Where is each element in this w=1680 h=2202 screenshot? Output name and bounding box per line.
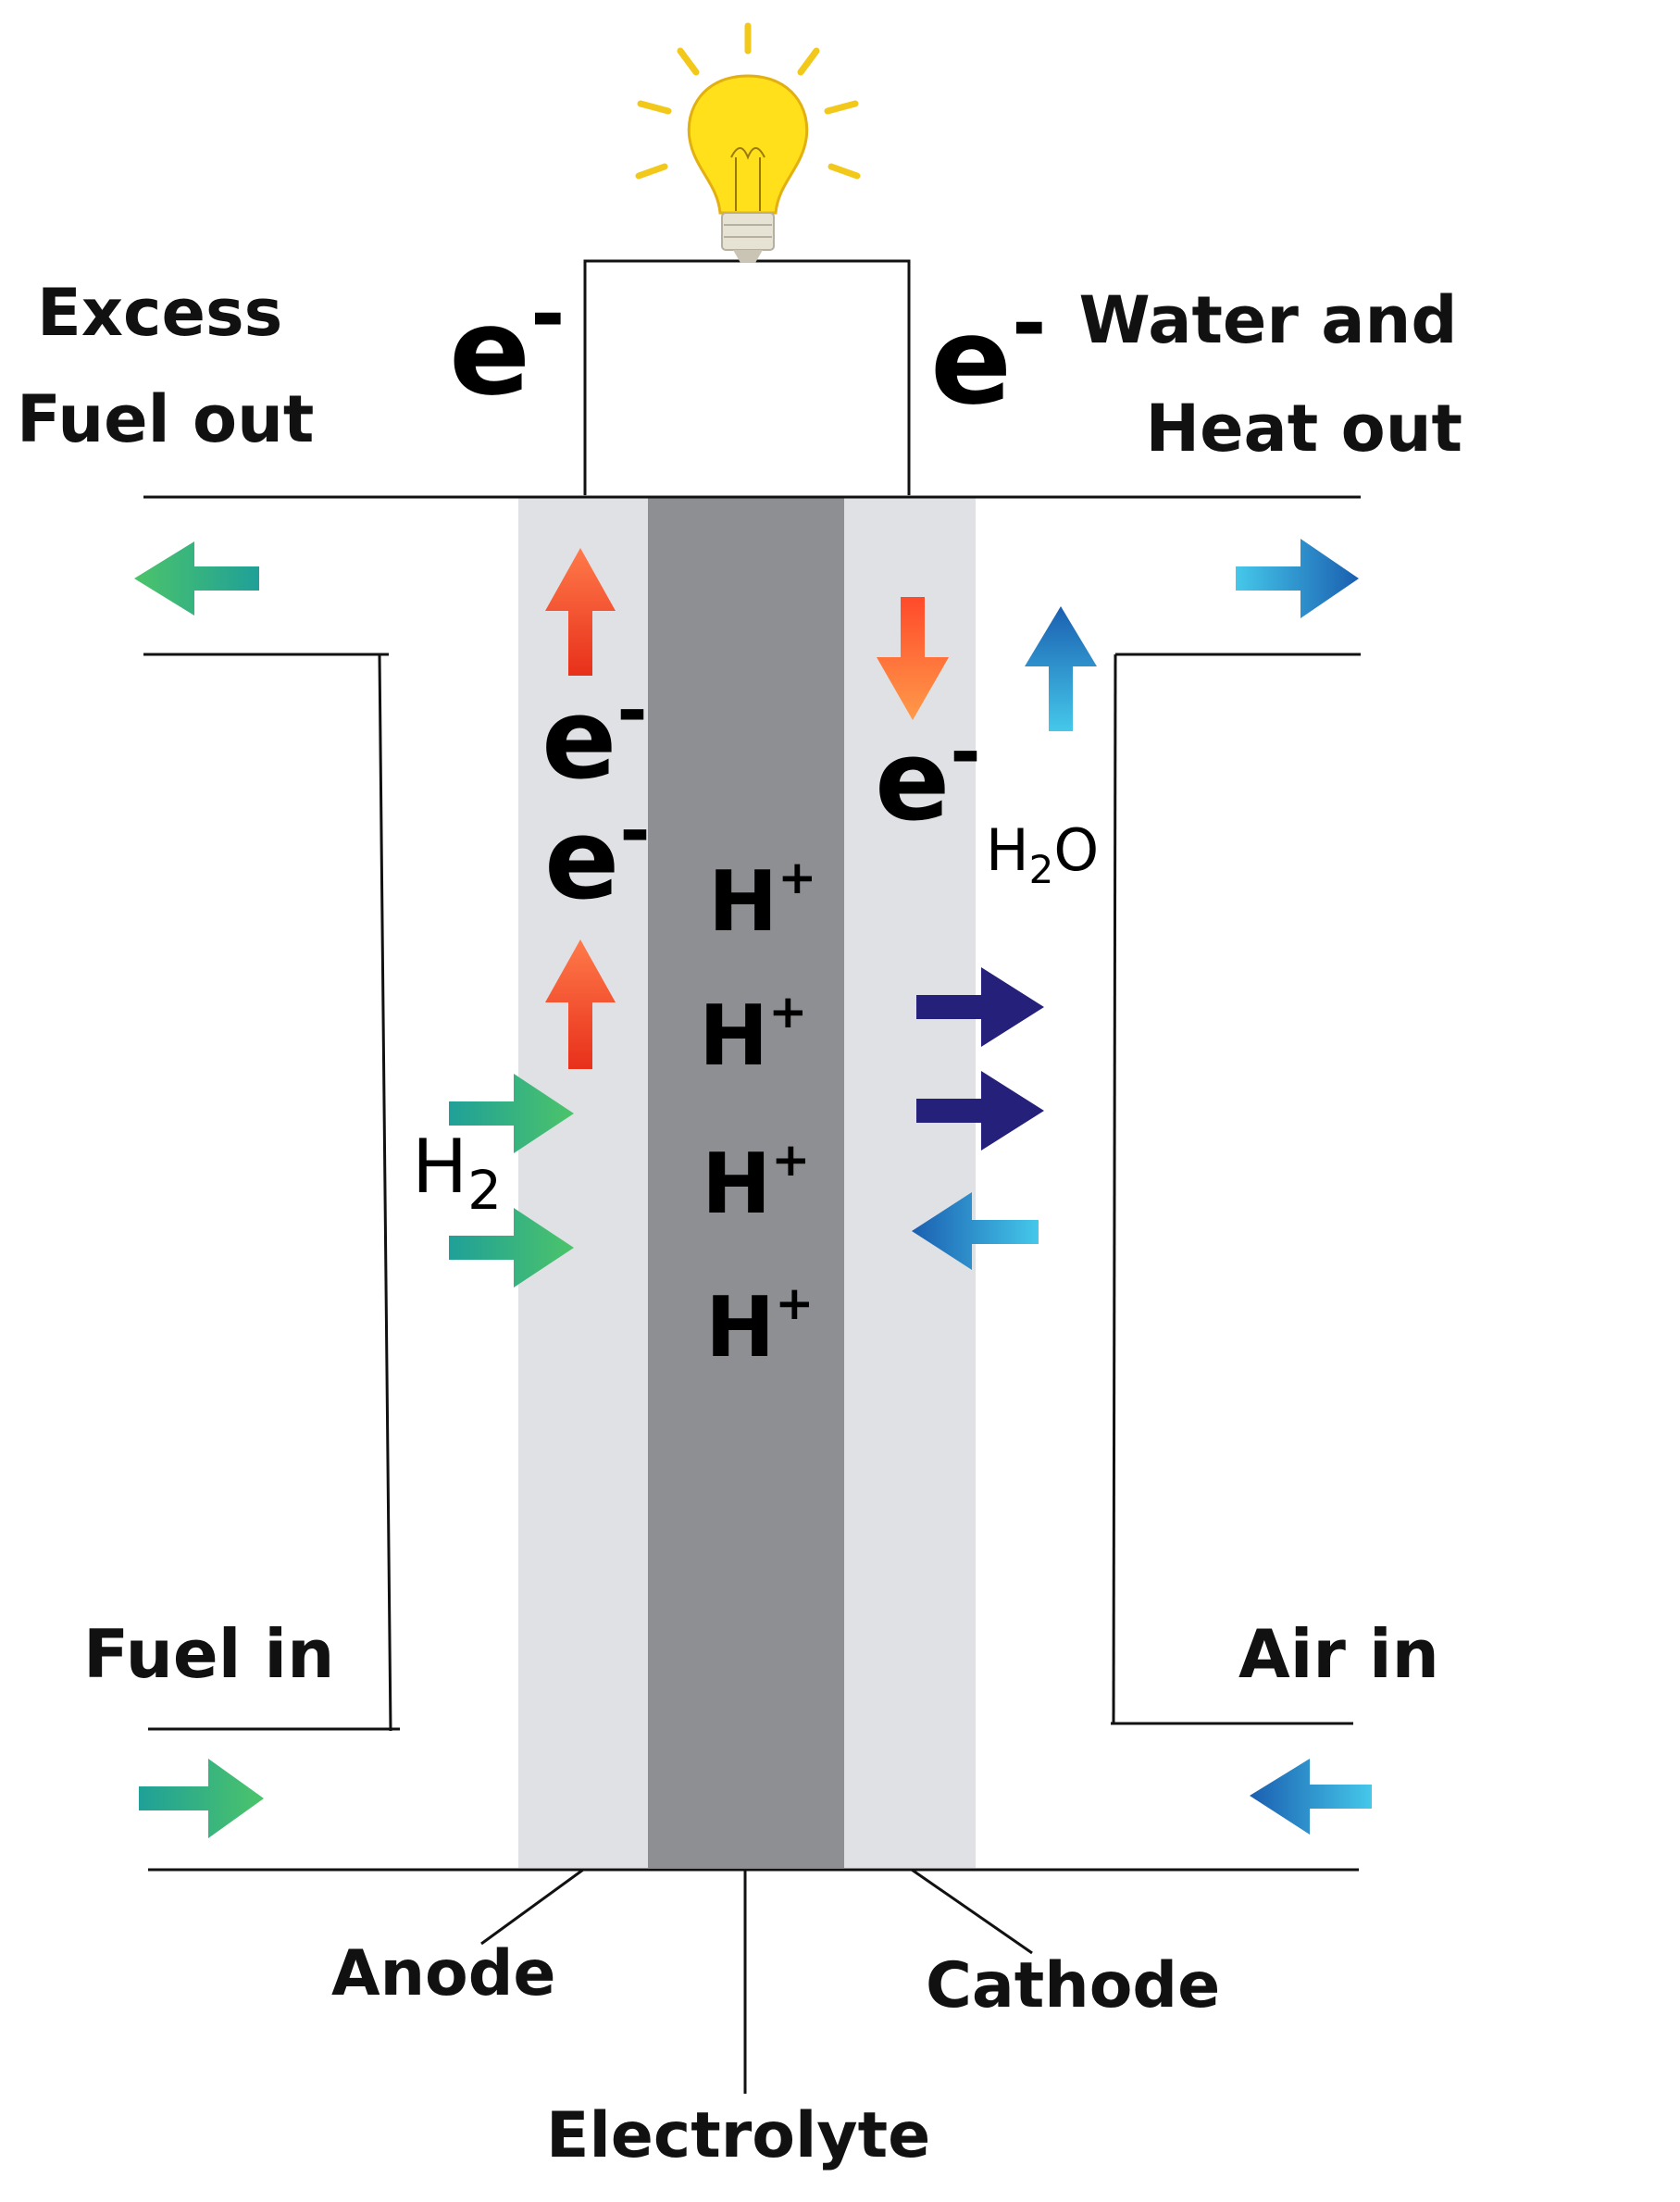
fuel-in-label: Fuel in	[83, 1615, 334, 1693]
proton-4: H+	[705, 1276, 814, 1376]
hydrogen-label: H2	[412, 1124, 502, 1222]
cathode-electron: e-	[875, 709, 981, 846]
excess-fuel-label-line2: Fuel out	[17, 381, 314, 457]
anode-electron-arrow-bottom	[545, 939, 616, 1069]
cathode-layer	[844, 498, 976, 1868]
water-heat-out-arrow	[1236, 539, 1359, 618]
water-heat-label-line1: Water and	[1079, 282, 1458, 358]
water-out-arrow	[1025, 606, 1097, 731]
water-label: H2O	[986, 816, 1099, 892]
excess-fuel-label-line1: Excess	[37, 275, 282, 351]
circuit-electron-right: e-	[930, 275, 1047, 431]
air-into-cathode-arrow	[912, 1192, 1039, 1270]
proton-2: H+	[699, 985, 807, 1085]
cathode-label: Cathode	[926, 1949, 1220, 2022]
excess-fuel-out-arrow	[134, 541, 259, 616]
air-in-arrow	[1250, 1759, 1372, 1835]
electrolyte-label: Electrolyte	[546, 2099, 930, 2172]
anode-electron-2: e-	[544, 788, 651, 925]
anode-layer	[518, 498, 648, 1868]
proton-3: H+	[702, 1133, 810, 1233]
cathode-electron-arrow	[877, 597, 949, 720]
oxygen-arrow-1	[916, 967, 1044, 1047]
anode-label: Anode	[331, 1937, 556, 2010]
light-rays	[635, 22, 861, 180]
proton-1: H+	[708, 851, 816, 951]
anode-electron-1: e-	[541, 667, 648, 804]
fuel-in-arrow	[139, 1759, 264, 1838]
hydrogen-arrow-1	[449, 1074, 574, 1153]
air-in-label: Air in	[1238, 1615, 1439, 1693]
circuit-electron-left: e-	[449, 266, 566, 422]
water-heat-label-line2: Heat out	[1145, 391, 1462, 467]
anode-electron-arrow-top	[545, 548, 616, 676]
electrolyte-layer	[648, 498, 844, 1868]
hydrogen-arrow-2	[449, 1208, 574, 1288]
light-bulb-icon	[635, 22, 861, 263]
oxygen-arrow-2	[916, 1071, 1044, 1151]
